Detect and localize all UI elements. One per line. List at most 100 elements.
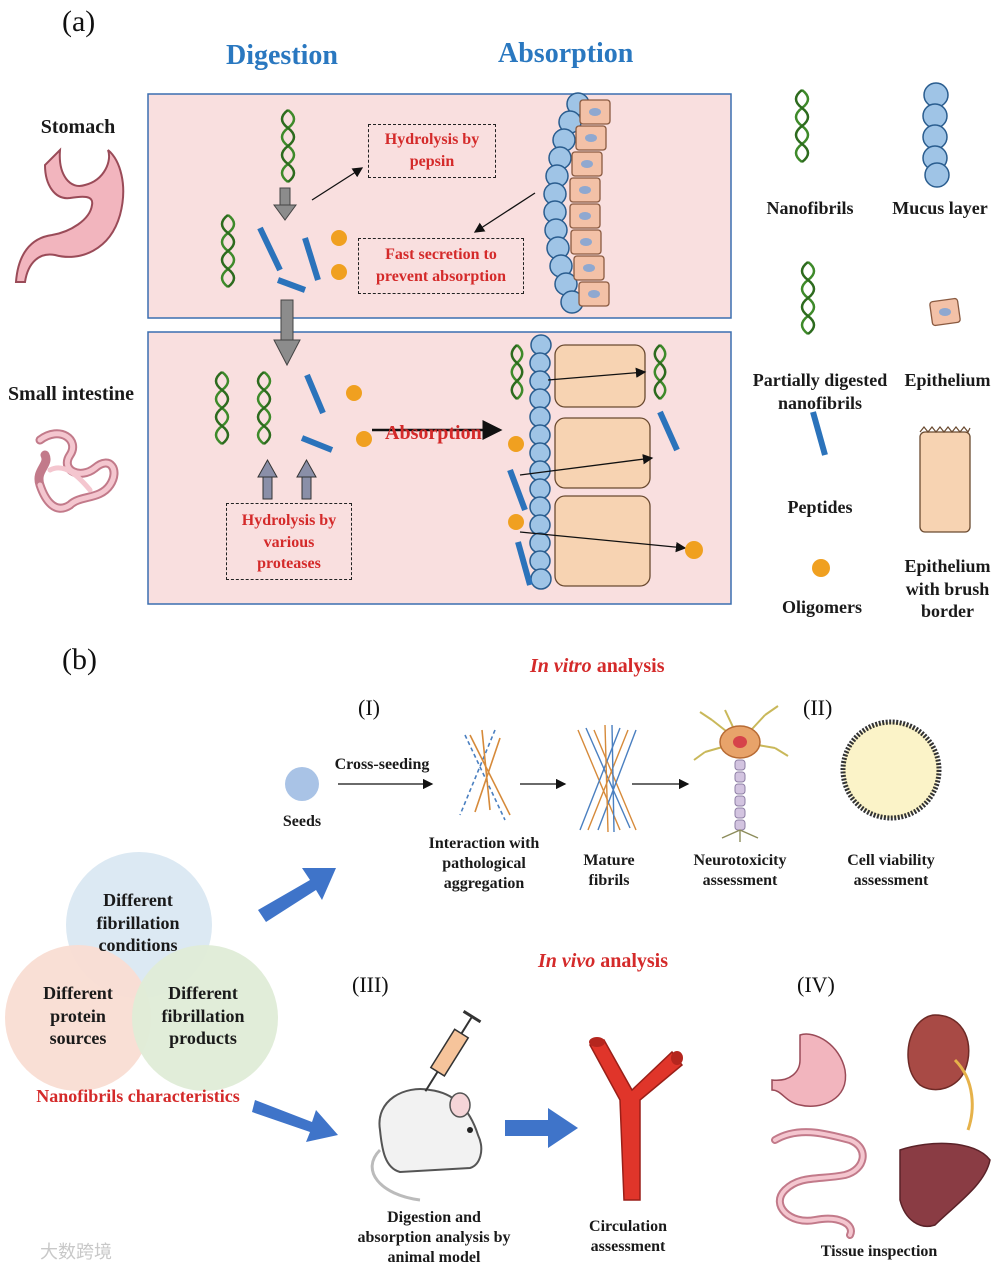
hydrolysis-proteases-line2: various	[263, 533, 315, 551]
in-vitro-heading: In vitro analysis	[530, 655, 665, 678]
seeds-label: Seeds	[282, 813, 322, 830]
legend-epithelium-brush-line2: with brush	[905, 578, 990, 599]
nanofibrils-characteristics-label: Nanofibrils characteristics	[36, 1086, 240, 1106]
legend-epithelium-brush: Epithelium with brush border	[895, 555, 1000, 623]
arrow-to-in-vitro	[258, 868, 336, 922]
cross-seeding-label: Cross-seeding	[334, 756, 430, 773]
neuron-illustration	[693, 705, 789, 842]
cell-viability-label: Cell viability assessment	[830, 851, 952, 891]
hydrolysis-proteases-box: Hydrolysis by various proteases	[226, 503, 352, 580]
numeral-i: (I)	[358, 695, 380, 720]
interaction-label: Interaction with pathological aggregatio…	[415, 834, 553, 894]
neurotox-line1: Neurotoxicity	[693, 852, 787, 869]
digestion-analysis-line3: animal model	[387, 1249, 481, 1266]
venn-sources-line3: sources	[49, 1028, 107, 1048]
in-vivo-heading: In vivo analysis	[538, 950, 668, 973]
hydrolysis-pepsin-line2: pepsin	[409, 152, 455, 170]
in-vitro-rest: analysis	[591, 655, 665, 677]
venn-conditions-line3: conditions	[98, 935, 178, 955]
legend-mucus-icon	[922, 82, 950, 188]
fast-secretion-line1: Fast secretion to	[385, 246, 497, 263]
in-vivo-italic: In vivo	[538, 950, 596, 972]
digestion-analysis-label: Digestion and absorption analysis by ani…	[350, 1208, 518, 1268]
interaction-line2: pathological	[442, 855, 526, 872]
mouse-illustration	[370, 1088, 483, 1202]
fast-secretion-line2: prevent absorption	[376, 267, 506, 285]
venn-conditions-line2: fibrillation	[96, 912, 180, 933]
numeral-iv: (IV)	[797, 972, 835, 997]
tissue-inspection-label: Tissue inspection	[820, 1243, 938, 1260]
neurotox-line2: assessment	[702, 872, 778, 889]
venn-sources-line1: Different	[43, 983, 113, 1003]
seeds-circle	[285, 767, 319, 801]
venn-products-line1: Different	[168, 983, 238, 1003]
venn-sources-label: Different protein sources	[26, 982, 130, 1050]
cell-viability-cell	[840, 719, 942, 821]
arrow-to-circulation	[505, 1108, 578, 1148]
interaction-line1: Interaction with	[428, 835, 540, 852]
digestion-analysis-line2: absorption analysis by	[357, 1229, 511, 1246]
circulation-line1: Circulation	[589, 1218, 667, 1235]
venn-sources-line2: protein	[50, 1005, 106, 1026]
mature-line2: fibrils	[588, 872, 630, 889]
legend-epithelium-brush-line3: border	[921, 601, 974, 621]
intestine-mucus-layer	[529, 334, 552, 590]
venn-conditions-label: Different fibrillation conditions	[82, 889, 194, 957]
digestion-header: Digestion	[226, 40, 338, 71]
venn-products	[132, 945, 278, 1091]
stomach-epithelium	[569, 99, 611, 307]
circulation-label: Circulation assessment	[578, 1217, 678, 1257]
legend-mucus-layer: Mucus layer	[892, 198, 988, 218]
mature-fibrils-label: Mature fibrils	[570, 851, 648, 891]
venn-products-line2: fibrillation	[161, 1005, 245, 1026]
interaction-line3: aggregation	[443, 875, 525, 892]
fast-secretion-box: Fast secretion to prevent absorption	[358, 238, 524, 294]
venn-sources	[5, 945, 151, 1091]
legend-epithelium: Epithelium	[904, 370, 991, 390]
in-vivo-rest: analysis	[595, 950, 669, 972]
tissue-liver-icon	[899, 1142, 991, 1227]
venn-products-line3: products	[169, 1028, 237, 1048]
hydrolysis-pepsin-line1: Hydrolysis by	[384, 131, 480, 148]
watermark: 大数跨境	[40, 1242, 112, 1263]
circulation-line2: assessment	[590, 1238, 666, 1255]
stomach-label: Stomach	[40, 116, 116, 138]
intestine-epithelium	[554, 344, 651, 587]
stomach-illustration	[14, 147, 125, 283]
panel-b-label: (b)	[62, 643, 97, 676]
absorption-header: Absorption	[498, 38, 634, 69]
legend-peptides: Peptides	[787, 497, 853, 517]
legend-epithelium-brush-line1: Epithelium	[904, 556, 991, 576]
venn-conditions-line1: Different	[103, 890, 173, 910]
in-vitro-italic: In vitro	[530, 655, 592, 677]
mature-fibrils	[577, 724, 637, 833]
hydrolysis-proteases-line1: Hydrolysis by	[241, 512, 337, 529]
stomach-mucus-layer	[543, 92, 590, 314]
cell-viability-line2: assessment	[853, 872, 929, 889]
arrow-to-in-vivo	[252, 1100, 338, 1142]
small-intestine-label: Small intestine	[7, 383, 135, 405]
blood-vessel-illustration	[588, 1039, 684, 1201]
hydrolysis-proteases-line3: proteases	[257, 555, 321, 573]
interaction-fibrils	[459, 729, 511, 821]
legend-partially-digested-line1: Partially digested	[752, 370, 888, 390]
legend-brush-epithelium-icon	[919, 431, 971, 533]
legend-nanofibrils: Nanofibrils	[766, 198, 854, 218]
venn-products-label: Different fibrillation products	[150, 982, 256, 1050]
legend-oligomers: Oligomers	[782, 597, 862, 617]
hydrolysis-pepsin-box: Hydrolysis by pepsin	[368, 124, 496, 178]
tissue-stomach-icon	[771, 1033, 847, 1107]
mature-line1: Mature	[583, 852, 635, 869]
tissue-kidney-icon	[907, 1014, 970, 1091]
syringe-illustration	[424, 1010, 482, 1092]
cell-viability-line1: Cell viability	[847, 852, 935, 869]
legend-partially-digested: Partially digested nanofibrils	[745, 369, 895, 414]
panel-a-label: (a)	[62, 5, 96, 38]
absorption-arrow-label: Absorption	[385, 422, 482, 444]
digestion-analysis-line1: Digestion and	[387, 1209, 481, 1226]
legend-partially-digested-line2: nanofibrils	[777, 392, 863, 413]
numeral-iii: (III)	[352, 972, 389, 997]
neurotoxicity-label: Neurotoxicity assessment	[682, 851, 798, 891]
numeral-ii: (II)	[803, 695, 833, 720]
